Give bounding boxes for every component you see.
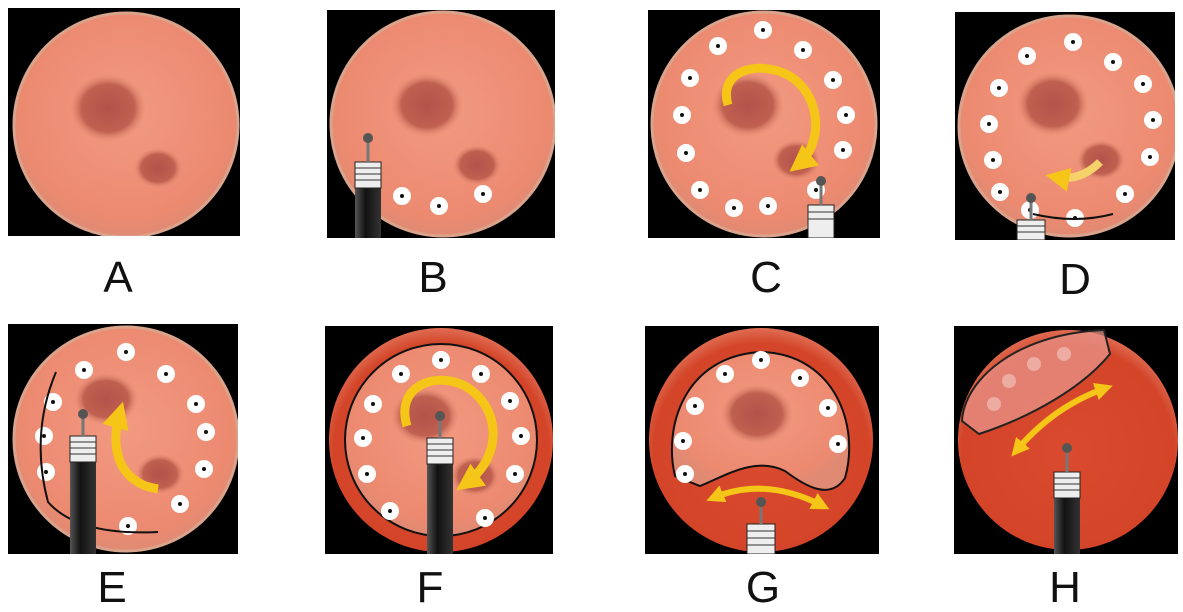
panel-label-g: G xyxy=(723,566,803,610)
panel-d xyxy=(955,12,1175,240)
panel-a xyxy=(8,8,240,236)
endoscopic-view-f xyxy=(325,326,553,554)
panel-label-d: D xyxy=(1035,258,1115,302)
panel-label-a: A xyxy=(78,256,158,300)
endoscopic-view-c xyxy=(648,10,880,238)
panel-g xyxy=(645,326,879,554)
panel-f xyxy=(325,326,553,554)
endoscopic-view-e xyxy=(8,324,238,554)
lesion-large xyxy=(70,74,146,142)
endoscopic-view-g xyxy=(645,326,879,554)
panel-label-h: H xyxy=(1025,566,1105,610)
endoscopic-view-b xyxy=(327,10,555,238)
panel-label-e: E xyxy=(72,566,152,610)
endoscopic-view-d xyxy=(955,12,1175,240)
panel-label-f: F xyxy=(390,566,470,610)
panel-c xyxy=(648,10,880,238)
panel-label-c: C xyxy=(726,256,806,300)
endoscopic-view-a xyxy=(8,8,240,236)
panel-h xyxy=(954,326,1178,554)
lesion-small xyxy=(134,148,182,188)
panel-b xyxy=(327,10,555,238)
endoscopic-view-h xyxy=(954,326,1178,554)
panel-e xyxy=(8,324,238,554)
panel-label-b: B xyxy=(393,256,473,300)
